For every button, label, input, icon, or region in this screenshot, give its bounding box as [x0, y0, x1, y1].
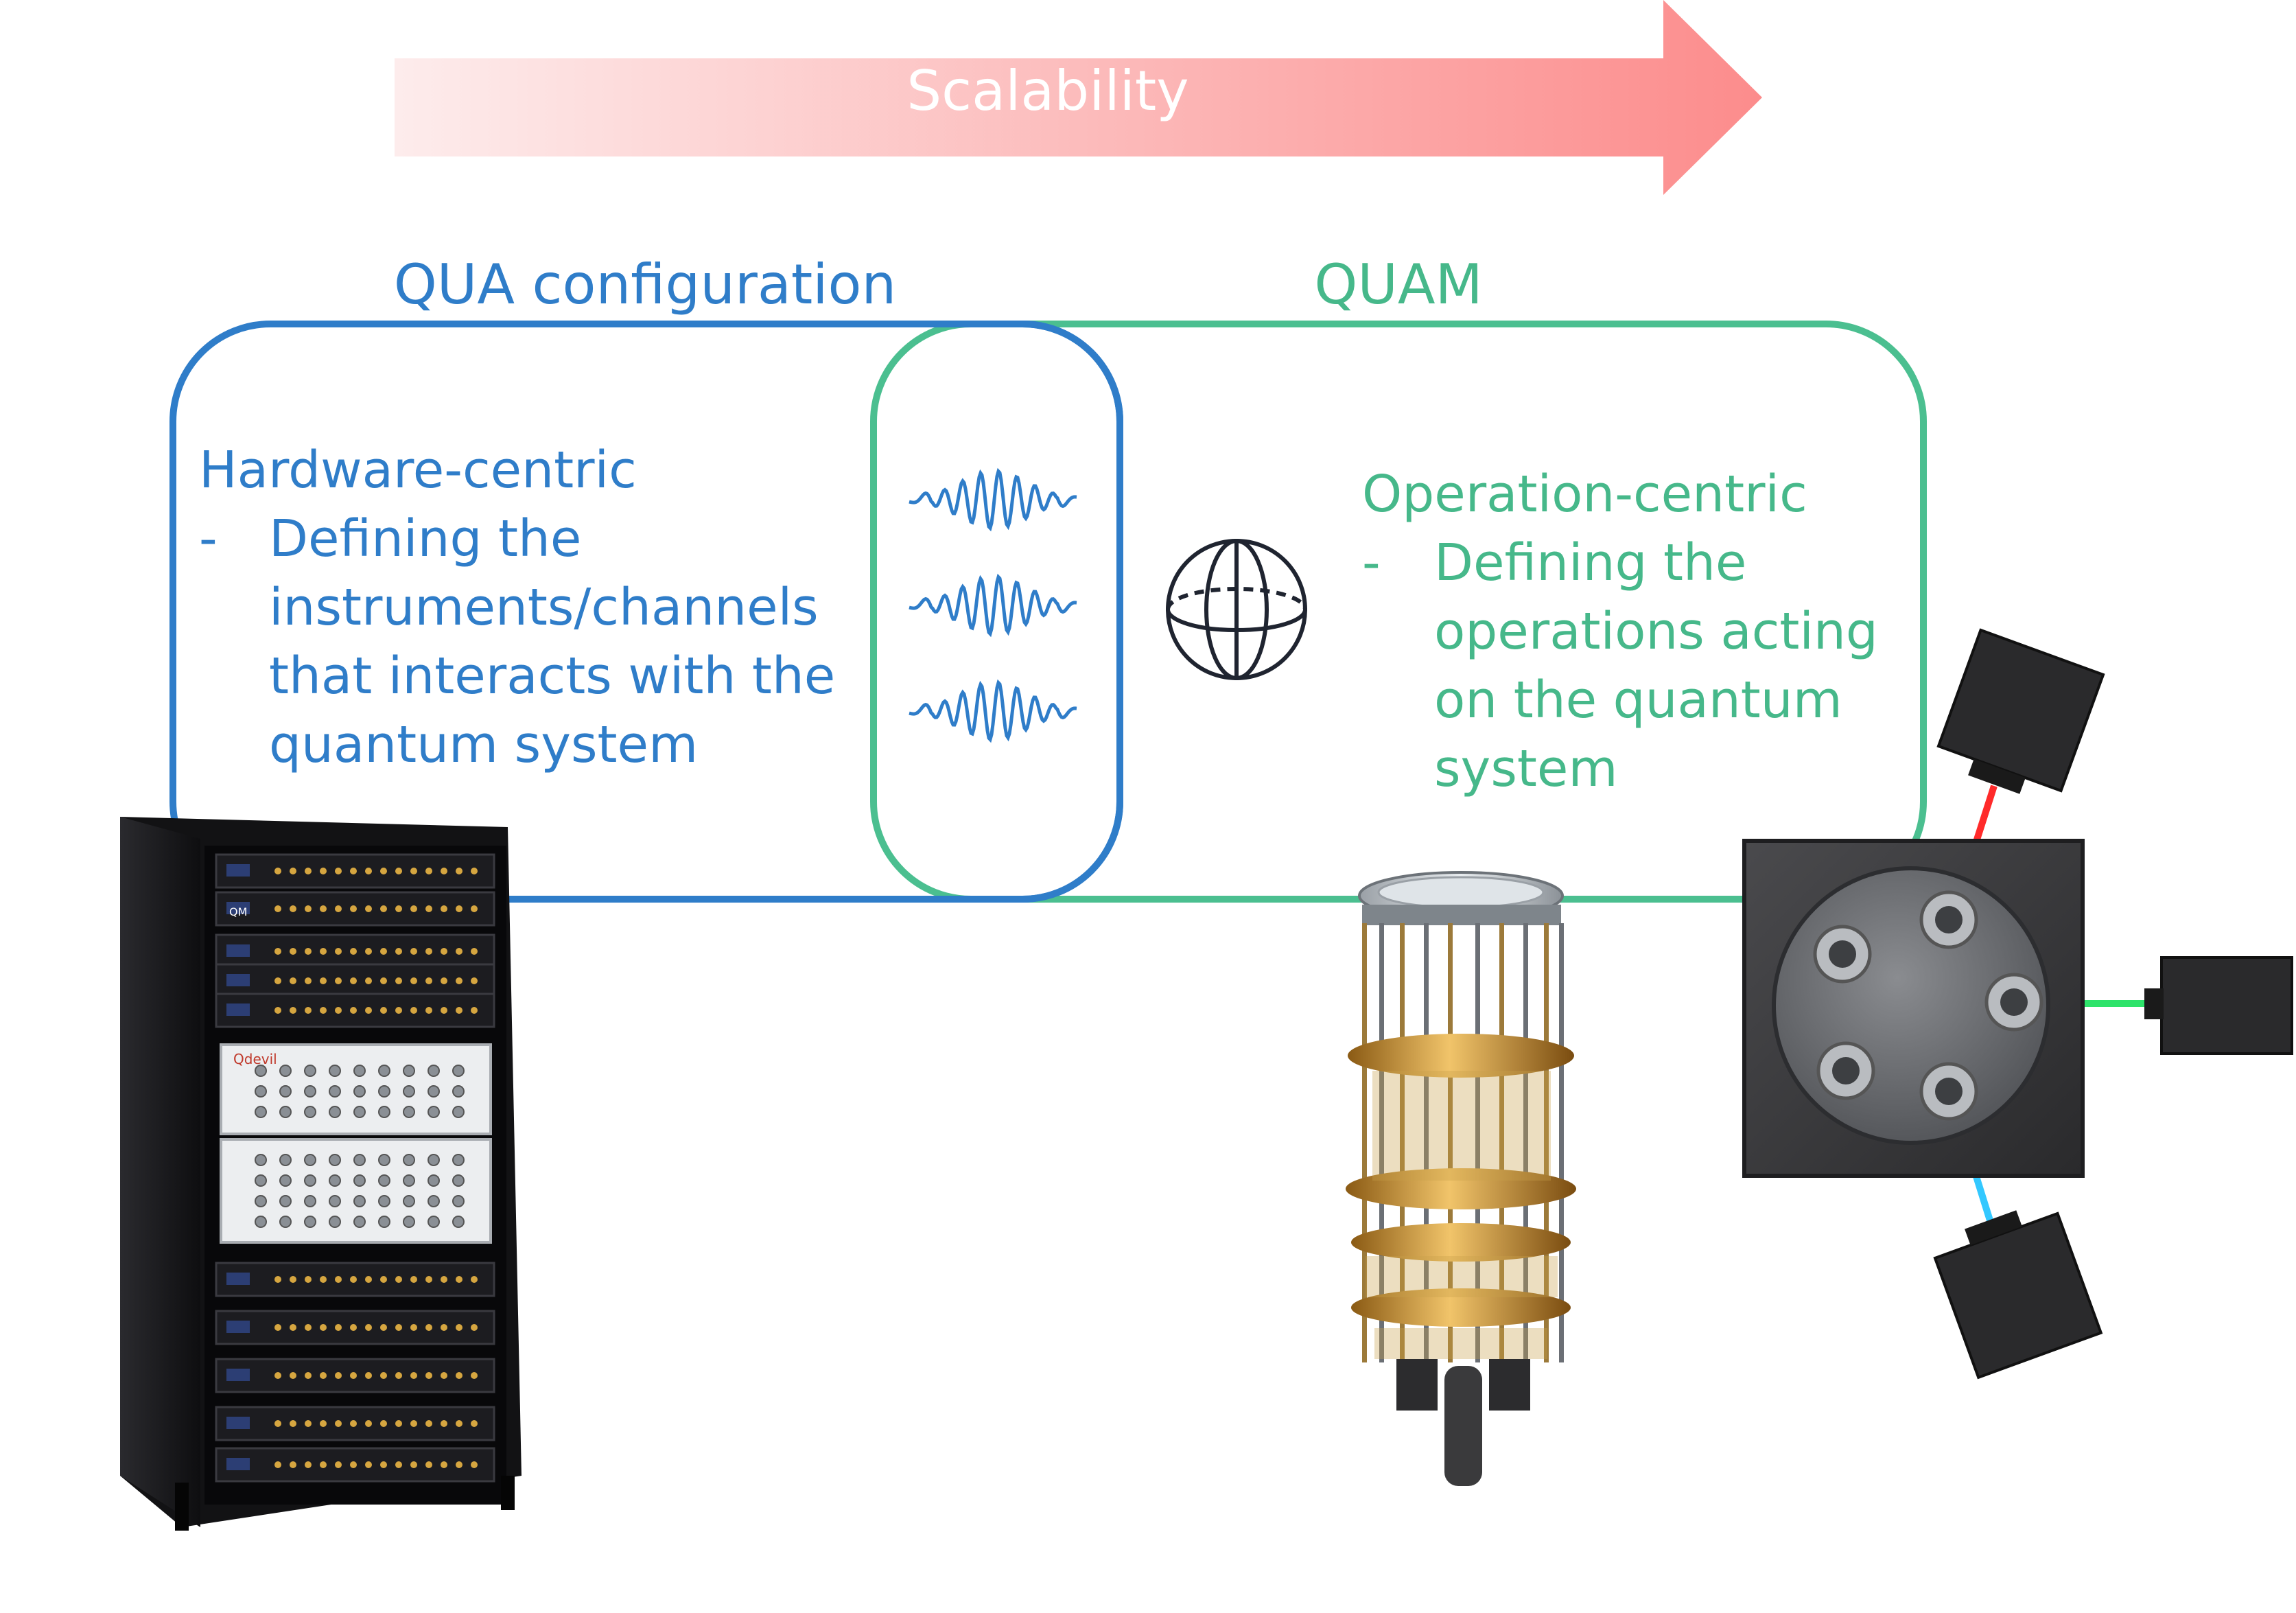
operation-bullet-line-2: operations acting: [1434, 602, 1878, 661]
rack-brand-badge: QM: [229, 905, 247, 918]
operation-bullet-line-3: on the quantum: [1434, 671, 1842, 730]
hardware-bullet-line-4: quantum system: [269, 715, 698, 774]
laser-module-bottom: [1933, 1210, 2103, 1380]
operation-bullet-marker: -: [1362, 533, 1381, 592]
control-rack-image: QM Qdevil: [120, 817, 522, 1531]
waveform-pulse-icon: [909, 573, 1077, 638]
qua-configuration-title: QUA configuration: [394, 253, 896, 316]
operation-bullet-line-4: system: [1434, 739, 1618, 798]
quam-title: QUAM: [1314, 253, 1482, 316]
rack-side-panel: [120, 817, 200, 1527]
scalability-arrow: Scalability: [395, 0, 1762, 195]
operation-centric-block: Operation-centric - Defining the operati…: [1362, 465, 1878, 798]
bloch-sphere-icon: [1166, 539, 1307, 680]
hardware-centric-heading: Hardware-centric: [199, 441, 637, 500]
overlap-lens-outline: [971, 321, 1123, 903]
rack-patch-panels: Qdevil: [220, 1043, 492, 1244]
hardware-bullet-line-1: Defining the: [269, 509, 581, 568]
hardware-bullet-line-3: that interacts with the: [269, 647, 835, 706]
scalability-arrow-shape: [395, 0, 1762, 195]
scalability-label: Scalability: [906, 59, 1188, 123]
laser-module-right: [2144, 956, 2293, 1055]
operation-centric-heading: Operation-centric: [1362, 465, 1807, 524]
waveform-pulse-icon: [909, 679, 1077, 743]
ion-trap-chamber-image: [1742, 628, 2293, 1380]
operation-bullet-line-1: Defining the: [1434, 533, 1746, 592]
hardware-centric-block: Hardware-centric - Defining the instrume…: [199, 441, 835, 774]
rack-instrument-unit: [215, 1406, 495, 1441]
rack-units: QM: [215, 853, 495, 1483]
hardware-bullet-marker: -: [199, 509, 218, 568]
laser-module-top: [1936, 628, 2105, 794]
dilution-refrigerator-image: [1346, 871, 1576, 1486]
patch-panel-brand: Qdevil: [233, 1051, 277, 1067]
waveform-pulse-group: [909, 467, 1077, 743]
hardware-bullet-line-2: instruments/channels: [269, 578, 819, 637]
fridge-coax-bundles: [1396, 1359, 1530, 1486]
waveform-pulse-icon: [909, 467, 1077, 532]
